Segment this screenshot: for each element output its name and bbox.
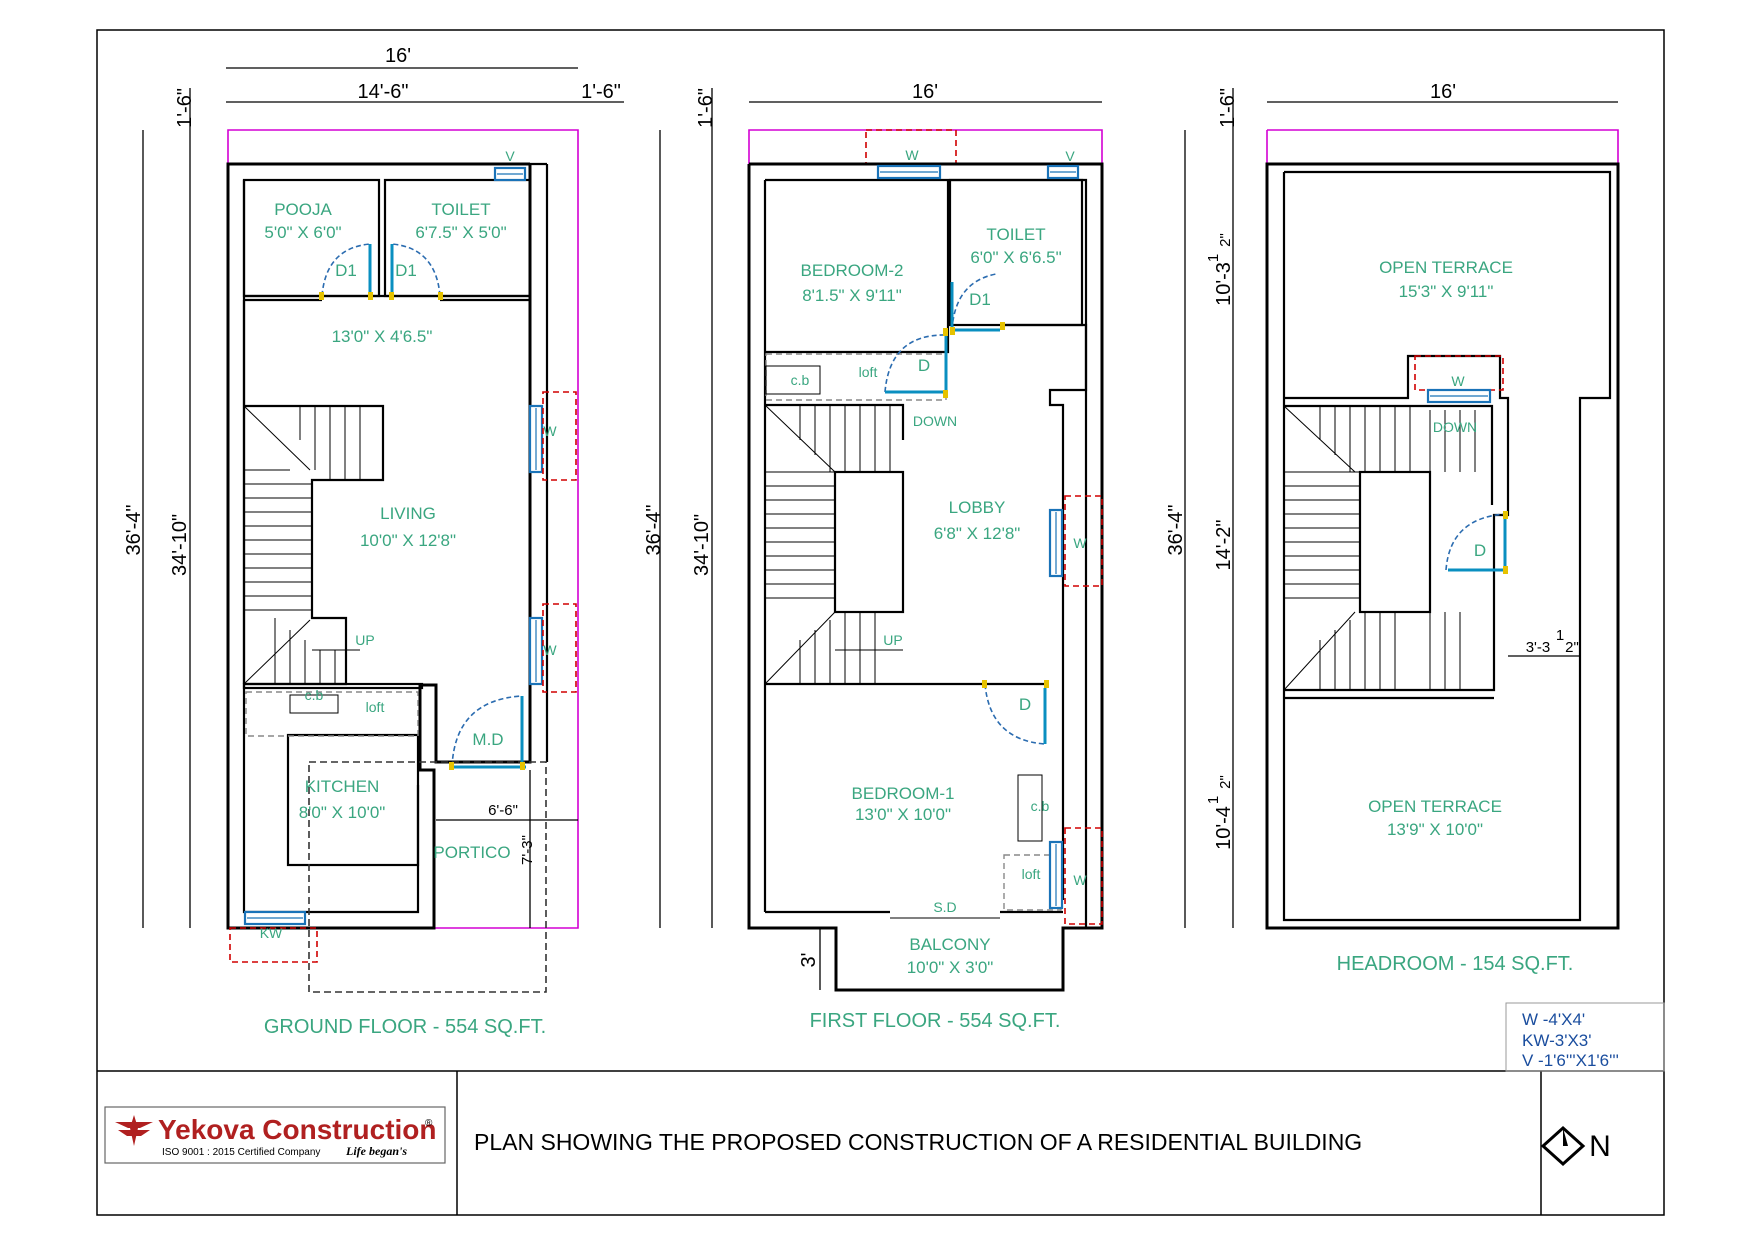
gf-window-w2: W [543,642,557,658]
hr-room-size-terrace1: 15'3" X 9'11" [1399,282,1494,301]
ff-door-bedroom1: D [1019,695,1031,714]
hr-dim-left-offset: 1'-6" [1217,88,1239,128]
hr-room-size-terrace2: 13'9" X 10'0" [1387,820,1483,839]
hr-dim-seg1-frac: 1 [1205,254,1222,262]
hr-dim-seg1: 10'-3 [1213,262,1235,306]
hr-room-name-terrace1: OPEN TERRACE [1379,258,1513,277]
legend-kw: KW-3'X3' [1522,1031,1591,1050]
ff-vent: V [1065,148,1075,164]
ff-window-w1: W [1073,535,1087,551]
ff-room-name-toilet: TOILET [986,225,1045,244]
hr-dim-seg1-den: 2" [1217,233,1234,247]
gf-kitchen-window: KW [260,925,283,941]
hr-dim-seg3-frac: 1 [1205,796,1222,804]
gf-stair-up: UP [355,632,374,648]
ff-room-size-bedroom2: 8'1.5" X 9'11" [802,286,902,305]
gf-dim-portico-h: 7'-3" [519,835,536,865]
ff-room-name-lobby: LOBBY [949,498,1006,517]
hr-dim-outer-height: 36'-4" [1165,505,1187,556]
ff-dim-inner-height: 34'-10" [691,514,713,576]
gf-loft: loft [366,699,385,715]
hr-dim-top-total: 16' [1430,81,1456,103]
gf-room-name-living: LIVING [380,504,436,523]
ff-room-name-bedroom2: BEDROOM-2 [801,261,904,280]
ff-caption: FIRST FLOOR - 554 SQ.FT. [810,1010,1061,1032]
gf-cb: c.b [305,687,324,703]
company-name: Yekova Construction [158,1114,437,1145]
ff-dim-balcony: 3' [798,953,820,968]
hr-dim-door-gap: 3'-3 [1526,639,1551,656]
company-tagline: Life began's [345,1144,407,1158]
site-boundary [227,129,579,929]
hr-stair-down: DOWN [1433,419,1477,435]
first-floor-plan [659,88,1104,992]
hr-window: W [1451,373,1465,389]
gf-room-name-pooja: POOJA [274,200,332,219]
company-registered: ® [425,1118,433,1129]
ff-loft-2: loft [1022,866,1041,882]
plan-title: PLAN SHOWING THE PROPOSED CONSTRUCTION O… [474,1129,1362,1155]
legend-w: W -4'X4' [1522,1010,1585,1029]
gf-dim-top-side: 1'-6" [581,81,621,103]
ff-window-w2: W [1073,872,1087,888]
ff-room-size-toilet: 6'0" X 6'6.5" [970,248,1061,267]
gf-door-d1-pooja: D1 [335,261,357,280]
ff-room-name-bedroom1: BEDROOM-1 [852,784,955,803]
ff-door-d1: D1 [969,290,991,309]
gf-dim-top-total: 16' [385,45,411,67]
gf-room-name-kitchen: KITCHEN [305,777,380,796]
gf-room-name-toilet: TOILET [431,200,490,219]
company-logo: Yekova Construction ® ISO 9001 : 2015 Ce… [104,1106,446,1164]
ff-cb-1: c.b [791,372,810,388]
gf-caption: GROUND FLOOR - 554 SQ.FT. [264,1016,546,1038]
hr-dim-door-gap-den: 2" [1565,639,1579,656]
ff-room-name-balcony: BALCONY [909,935,990,954]
gf-dim-portico-w: 6'-6" [488,802,518,819]
legend-box [1505,1002,1665,1072]
ff-dim-left-offset: 1'-6" [695,88,717,128]
gf-vent: V [505,148,515,164]
north-label: N [1589,1130,1611,1163]
ff-loft-1: loft [859,364,878,380]
ff-cb-2: c.b [1031,798,1050,814]
gf-room-size-toilet: 6'7.5" X 5'0" [415,223,506,242]
gf-dim-outer-height: 36'-4" [123,505,145,556]
hr-dim-seg3-den: 2" [1217,775,1234,789]
ff-window-top: W [905,147,919,163]
sheet-border [96,29,1665,1216]
gf-window-w1: W [543,423,557,439]
ground-floor-plan [142,67,624,993]
gf-door-d1-toilet: D1 [395,261,417,280]
hr-dim-seg2: 14'-2" [1213,520,1235,571]
hr-dim-door-gap-frac: 1 [1556,627,1564,644]
gf-room-size-passage: 13'0" X 4'6.5" [332,327,433,346]
gf-room-name-portico: PORTICO [433,843,510,862]
ff-stair-down: DOWN [913,413,957,429]
company-iso: ISO 9001 : 2015 Certified Company [162,1147,320,1158]
ff-door-bedroom2: D [918,356,930,375]
gf-dim-inner-height: 34'-10" [169,514,191,576]
ff-room-size-bedroom1: 13'0" X 10'0" [855,805,951,824]
north-arrow-icon [1540,1125,1586,1167]
ff-room-size-lobby: 6'8" X 12'8" [934,524,1021,543]
hr-caption: HEADROOM - 154 SQ.FT. [1337,953,1574,975]
gf-room-size-kitchen: 8'0" X 10'0" [299,803,386,822]
hr-door: D [1474,541,1486,560]
ff-dim-outer-height: 36'-4" [643,505,665,556]
headroom-plan [1184,88,1620,930]
gf-room-size-living: 10'0" X 12'8" [360,531,456,550]
ff-dim-top-total: 16' [912,81,938,103]
gf-dim-top-main: 14'-6" [358,81,409,103]
ff-sliding-door: S.D [933,899,956,915]
ff-stair-up: UP [883,632,902,648]
gf-dim-left-offset: 1'-6" [174,88,196,128]
hr-room-name-terrace2: OPEN TERRACE [1368,797,1502,816]
ff-room-size-balcony: 10'0" X 3'0" [907,958,994,977]
gf-room-size-pooja: 5'0" X 6'0" [264,223,341,242]
gf-door-main: M.D [472,730,503,749]
hr-dim-seg3: 10'-4 [1213,806,1235,850]
legend-v: V -1'6'''X1'6''' [1522,1051,1619,1070]
